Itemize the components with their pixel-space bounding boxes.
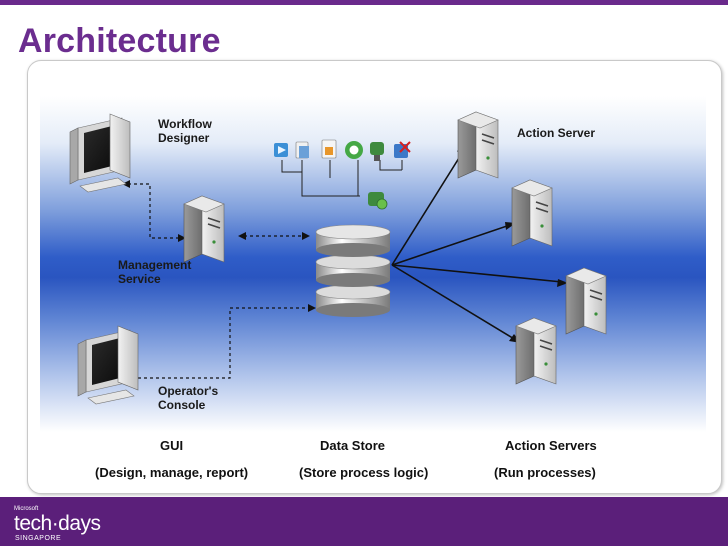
activity-arrow-icon-1: [278, 146, 286, 154]
logo-microsoft: Microsoft: [14, 506, 39, 512]
label-workflow-designer-line1: Workflow: [158, 117, 212, 131]
action-server-2: [511, 179, 553, 247]
activity-icon-3b: [325, 147, 333, 155]
label-management-service: Management Service: [118, 258, 191, 286]
link-action-server-2: [391, 224, 511, 266]
caption-data-store-sub: (Store process logic): [299, 465, 429, 480]
caption-gui-sub: (Design, manage, report): [95, 465, 249, 480]
management-service-server: [183, 195, 225, 263]
label-workflow-designer: Workflow Designer: [158, 117, 212, 145]
link-action-server-4: [391, 264, 517, 341]
caption-action-servers-sub: (Run processes): [494, 465, 596, 480]
activity-icon-5b: [374, 155, 380, 161]
label-operators-console-line1: Operator's: [158, 384, 219, 398]
activity-icon-2b: [299, 146, 309, 158]
link-action-server-1: [391, 149, 465, 266]
activity-icon-5: [370, 142, 384, 155]
operators-console-pc: [77, 325, 139, 405]
data-store-disk-3-bottom: [316, 303, 390, 317]
workflow-activity-icons: [274, 139, 411, 210]
label-action-server: Action Server: [517, 126, 596, 140]
caption-data-store: Data Store: [320, 438, 386, 453]
activity-icon-4b: [349, 145, 359, 155]
label-workflow-designer-line2: Designer: [158, 131, 210, 145]
slide-title: Architecture: [18, 22, 221, 60]
data-store-disk-1-top: [315, 224, 391, 240]
footer-bar: [0, 497, 728, 546]
action-server-4: [515, 317, 557, 385]
connector-console-datastore: [132, 307, 310, 379]
arrowhead-management-left: [178, 234, 186, 242]
data-store-icon: [315, 224, 391, 317]
caption-action-servers: Action Servers: [505, 438, 597, 453]
arrowhead-fanout-3: [557, 279, 568, 287]
workflow-bracket: [281, 160, 403, 197]
data-store-disk-2-top: [315, 254, 391, 270]
logo-techdays: tech·days: [14, 512, 101, 535]
label-operators-console: Operator's Console: [158, 384, 218, 412]
arrowhead-datastore-management: [302, 232, 310, 240]
data-store-disk-3-top: [315, 284, 391, 300]
connector-designer-management: [128, 183, 180, 239]
activity-icon-6x2: [399, 141, 411, 153]
data-store-disk-2-bottom: [316, 273, 390, 287]
label-management-service-line2: Service: [118, 272, 161, 286]
caption-gui: GUI: [160, 438, 184, 453]
label-operators-console-line2: Console: [158, 398, 206, 412]
data-store-disk-1-bottom: [316, 243, 390, 257]
link-action-server-3: [391, 264, 563, 283]
arrowhead-management-right: [238, 232, 246, 240]
workflow-designer-pc: [69, 113, 131, 193]
top-accent-bar: [0, 0, 728, 5]
arrowhead-datastore-console: [308, 304, 316, 312]
label-management-service-line1: Management: [118, 258, 192, 272]
activity-icon-7b: [376, 198, 388, 210]
logo-singapore: SINGAPORE: [15, 535, 62, 542]
action-server-3: [565, 267, 607, 335]
action-server-1: [457, 111, 499, 179]
